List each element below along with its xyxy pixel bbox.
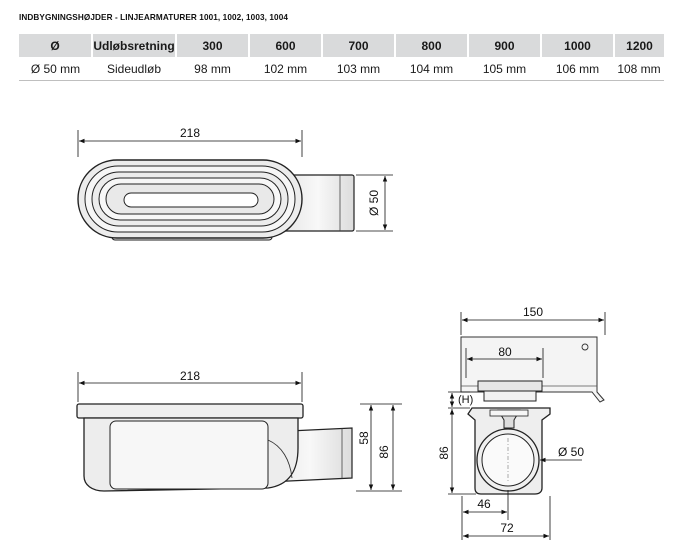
side-height-total-label: 86 [377,445,391,459]
side-height-outlet-label: 58 [357,431,371,445]
header-cell: 900 [468,34,542,57]
side-height-dimensions: 58 86 [356,403,402,492]
top-diameter-dimension: Ø 50 [356,174,393,232]
table-cell: Ø 50 mm [19,57,92,81]
side-view-drawing: 218 58 86 [76,369,402,492]
header-cell: 800 [395,34,469,57]
end-outlet-dimension: Ø 50 [540,445,584,463]
end-view-drawing: 150 80 (H) [437,305,606,540]
top-width-dimension: 218 [77,126,303,157]
header-cell: 1000 [541,34,615,57]
end-base-width-label: 72 [500,521,514,535]
end-height-dimension: 86 [437,409,476,495]
end-base-width-dimension: 72 [463,496,551,540]
table-cell: 104 mm [395,57,468,81]
top-slot [123,192,259,208]
side-width-label: 218 [180,369,200,383]
end-height-label: 86 [437,446,451,460]
header-cell: Udløbsretning [92,34,177,57]
page-title: INDBYGNINGSHØJDER - LINJEARMATURER 1001,… [19,13,289,22]
header-cell: 300 [176,34,250,57]
table-cell: 105 mm [468,57,541,81]
header-cell: 700 [322,34,396,57]
header-cell: 1200 [614,34,664,57]
top-view-drawing: 218 Ø 50 [77,126,393,241]
header-cell: 600 [249,34,323,57]
table-row: Ø 50 mm Sideudløb 98 mm 102 mm 103 mm 10… [19,57,664,81]
end-outlet-label: Ø 50 [558,445,584,459]
end-inner-width-dimension: 80 [465,345,544,378]
top-width-label: 218 [180,126,200,140]
end-height-h-label: (H) [458,394,473,406]
table-header-row: Ø Udløbsretning 300 600 700 800 900 1000… [19,34,664,57]
table-cell: Sideudløb [92,57,176,81]
header-cell: Ø [19,34,93,57]
end-frame-width-dimension: 150 [460,305,606,335]
side-width-dimension: 218 [77,369,303,402]
installation-height-table: Ø Udløbsretning 300 600 700 800 900 1000… [19,34,664,81]
end-inner-width-label: 80 [498,345,512,359]
end-height-h-dimension: (H) [448,391,473,409]
table-cell: 106 mm [541,57,614,81]
end-frame-width-label: 150 [523,305,543,319]
end-offset-dimension: 46 [461,490,509,540]
end-offset-label: 46 [477,497,491,511]
table-cell: 102 mm [249,57,322,81]
table-cell: 108 mm [614,57,664,81]
top-diameter-label: Ø 50 [367,190,381,216]
table-cell: 98 mm [176,57,249,81]
table-cell: 103 mm [322,57,395,81]
